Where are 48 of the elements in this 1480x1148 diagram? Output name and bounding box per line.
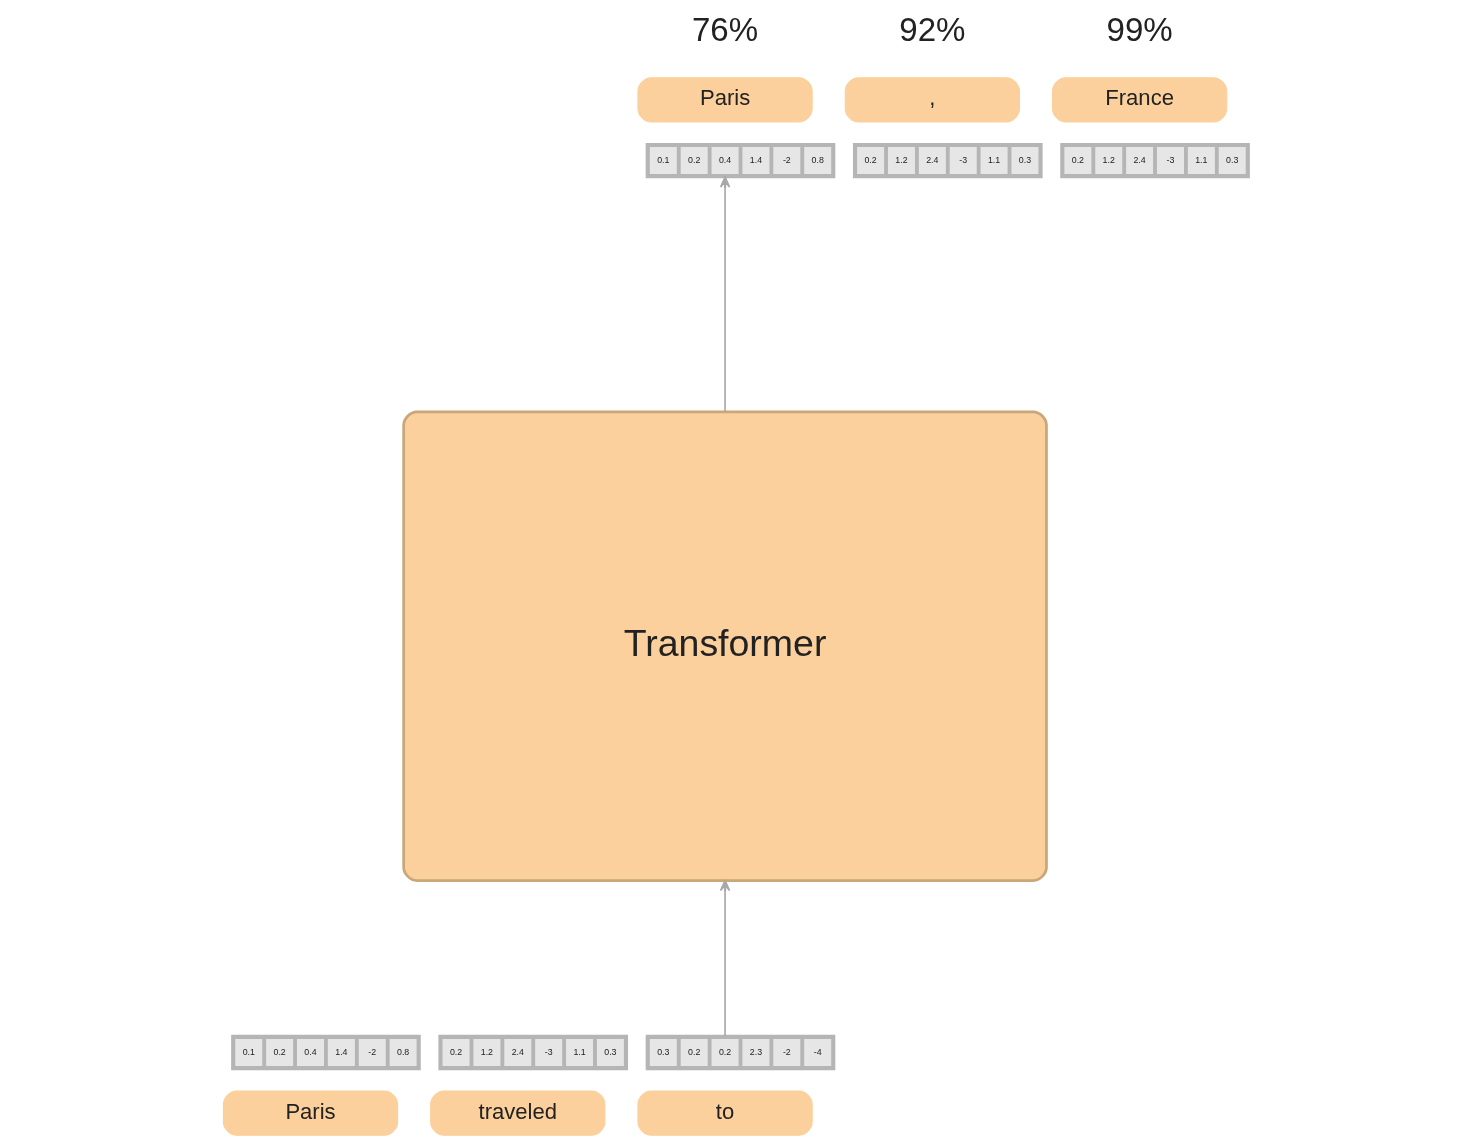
node-box: 2.4 (916, 145, 947, 176)
node-box: -2 (356, 1037, 387, 1068)
node-box: -3 (1154, 145, 1186, 176)
node-box: 1.1 (978, 145, 1009, 176)
node-label: 99% (1106, 10, 1173, 48)
node-box: 0.1 (233, 1037, 264, 1068)
node-box: 2.3 (740, 1037, 771, 1068)
node-box: 0.3 (1216, 145, 1247, 176)
arrow (719, 879, 730, 1037)
node-box: 1.4 (740, 145, 771, 176)
node-box: 1.2 (471, 1037, 502, 1068)
node-box: to (636, 1090, 813, 1136)
node-box: Paris (222, 1090, 398, 1136)
node-box: 1.1 (1185, 145, 1216, 176)
node-box: 0.2 (854, 145, 886, 176)
node-box: 0.2 (264, 1037, 295, 1068)
node-box: 0.2 (678, 145, 709, 176)
node-box: 0.1 (647, 145, 678, 176)
node-box: -3 (533, 1037, 564, 1068)
node-box: -4 (802, 1037, 833, 1068)
node-box: 1.4 (325, 1037, 357, 1068)
node-box: 1.2 (1093, 145, 1124, 176)
node-box: 0.2 (1062, 145, 1093, 176)
arrow (719, 176, 730, 413)
node-box: 0.2 (709, 1037, 740, 1068)
node-box: Transformer (401, 410, 1048, 882)
node-box: 1.2 (885, 145, 917, 176)
node-box: France (1051, 77, 1227, 123)
node-box: 2.4 (502, 1037, 533, 1068)
node-box: 0.3 (647, 1037, 678, 1068)
node-box: 0.4 (294, 1037, 326, 1068)
node-box: -2 (771, 145, 802, 176)
node-box: 0.2 (678, 1037, 709, 1068)
node-box: Paris (636, 77, 813, 123)
node-box: traveled (429, 1090, 605, 1136)
node-box: , (844, 77, 1020, 123)
node-box: 0.4 (709, 145, 740, 176)
node-label: 92% (898, 10, 965, 48)
node-box: 0.3 (594, 1037, 626, 1068)
node-box: -2 (771, 1037, 802, 1068)
node-box: 0.8 (802, 145, 833, 176)
node-box: 2.4 (1123, 145, 1155, 176)
node-box: 0.3 (1009, 145, 1040, 176)
node-box: 0.8 (387, 1037, 418, 1068)
node-label: 76% (691, 10, 758, 48)
node-box: -3 (947, 145, 978, 176)
node-box: 0.2 (440, 1037, 471, 1068)
node-box: 1.1 (563, 1037, 595, 1068)
